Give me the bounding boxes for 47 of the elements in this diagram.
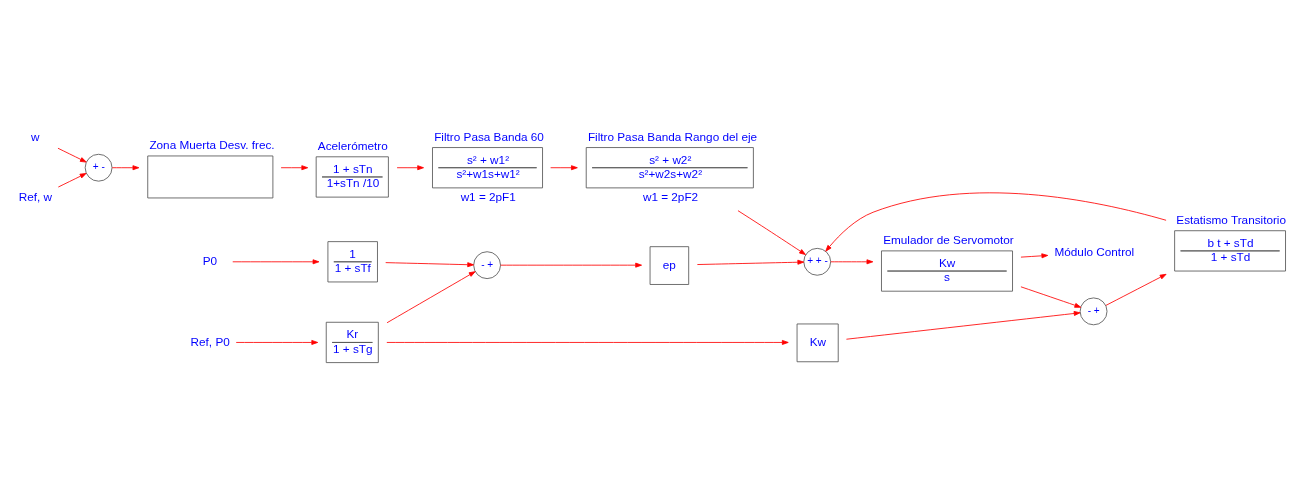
node-box: b t + sTd 1 + sTd [1174, 229, 1286, 271]
arrow [830, 258, 874, 264]
node-label: w1 = 2pF2 [642, 189, 699, 203]
arrow [846, 310, 1081, 340]
node-box [147, 155, 274, 198]
node-text: Ref, P0 [190, 334, 230, 348]
arrow [825, 192, 1167, 252]
node-label: Estatismo Transitorio [1176, 212, 1287, 226]
node-text: Ref, w [18, 189, 53, 203]
arrow [57, 172, 87, 187]
node-circle: + + - [803, 247, 832, 276]
arrow [737, 209, 806, 255]
node-label: Zona Muerta Desv. frec. [149, 137, 275, 151]
node-circle: + - [84, 153, 113, 182]
node-box: 1 + sTn 1+sTn /10 [315, 155, 389, 198]
node-label: Filtro Pasa Banda 60 [434, 129, 544, 143]
arrow [232, 258, 320, 264]
arrow [385, 261, 474, 267]
node-circle: - + [1079, 297, 1108, 325]
node-label: Emulador de Servomotor [883, 232, 1014, 246]
arrow [386, 339, 789, 345]
node-box: ep [649, 245, 690, 285]
node-box: 1 1 + sTf [327, 240, 378, 282]
node-circle: - + [473, 250, 501, 279]
arrow [1020, 252, 1049, 258]
node-text: Módulo Control [1054, 244, 1135, 258]
node-label: w1 = 2pF1 [460, 189, 516, 203]
node-box: s² + w1² s²+w1s+w1² [432, 146, 543, 188]
arrow [500, 262, 642, 268]
arrow [57, 147, 87, 162]
arrow [280, 164, 309, 170]
arrow [696, 259, 805, 265]
node-box: s² + w2² s²+w2s+w2² [585, 146, 754, 188]
arrow [386, 270, 476, 323]
node-label: Acelerómetro [317, 138, 388, 152]
arrow [1105, 273, 1167, 306]
arrow [235, 339, 319, 345]
node-box: Kw s [881, 249, 1013, 292]
node-box: Kr 1 + sTg [325, 321, 379, 363]
node-label: Filtro Pasa Banda Rango del eje [587, 129, 758, 143]
node-box: Kw [796, 323, 839, 362]
arrow [550, 164, 578, 170]
arrow [1020, 285, 1082, 308]
node-text: w [30, 129, 40, 143]
arrow [111, 164, 140, 170]
arrow [396, 164, 424, 170]
node-text: P0 [202, 253, 218, 267]
